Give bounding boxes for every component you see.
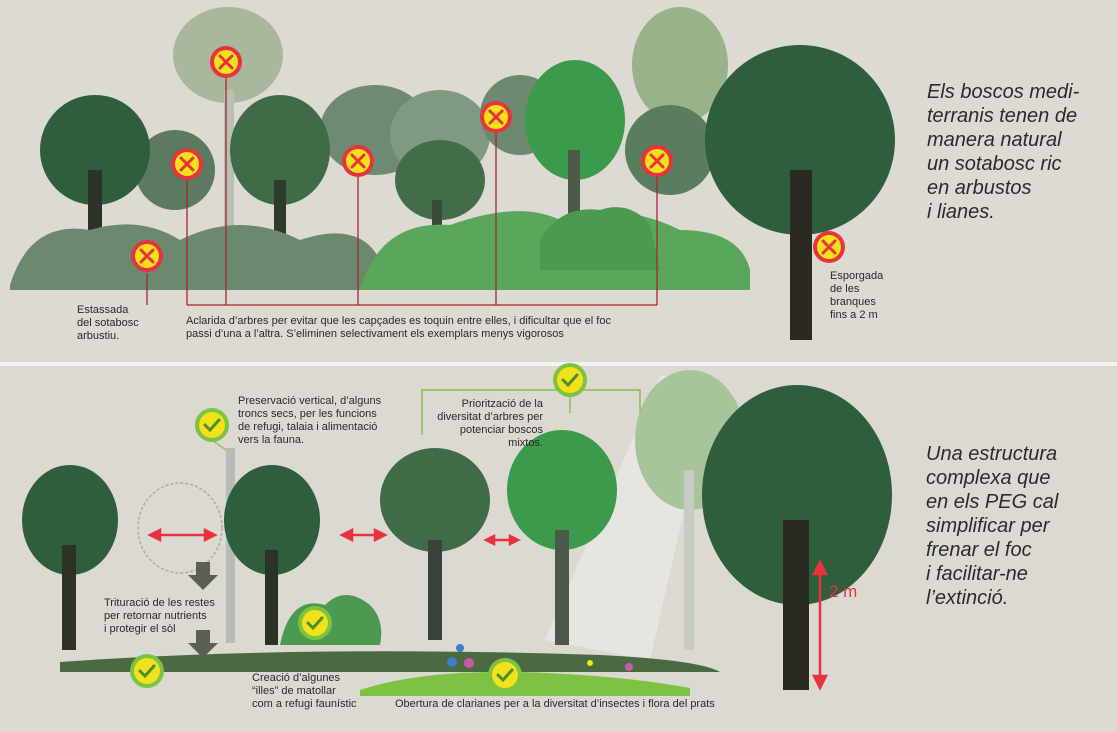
- down-arrows: [188, 562, 218, 658]
- bottom-forest: [22, 370, 892, 696]
- height-label: 2 m: [829, 582, 858, 601]
- pruning-label: Esporgada de les branques fins a 2 m: [830, 270, 884, 321]
- top-side-text: Els boscos medi- terranis tenen de maner…: [927, 81, 1080, 223]
- vertical-preservation-label: Preservació vertical, d’alguns troncs se…: [238, 395, 382, 446]
- shredding-label: Trituració de les restes per retornar nu…: [104, 597, 215, 635]
- thinning-label: Aclarida d’arbres per evitar que les cap…: [186, 315, 611, 340]
- shrub-islands-label: Creació d’algunes “illes” de matollar co…: [252, 672, 357, 710]
- spacing-arrows: [147, 527, 829, 691]
- top-connector-lines: [146, 78, 658, 306]
- diversity-bracket: [421, 389, 641, 435]
- bottom-side-text: Una estructura complexa que en els PEG c…: [926, 443, 1059, 609]
- understory-label: Estassada del sotabosc arbustiu.: [77, 304, 139, 342]
- top-forest: [10, 7, 895, 340]
- clearings-label: Obertura de clarianes per a la diversita…: [395, 698, 715, 710]
- tree-diversity-label: Priorització de la diversitat d’arbres p…: [437, 398, 543, 449]
- panel-divider: [0, 362, 1117, 366]
